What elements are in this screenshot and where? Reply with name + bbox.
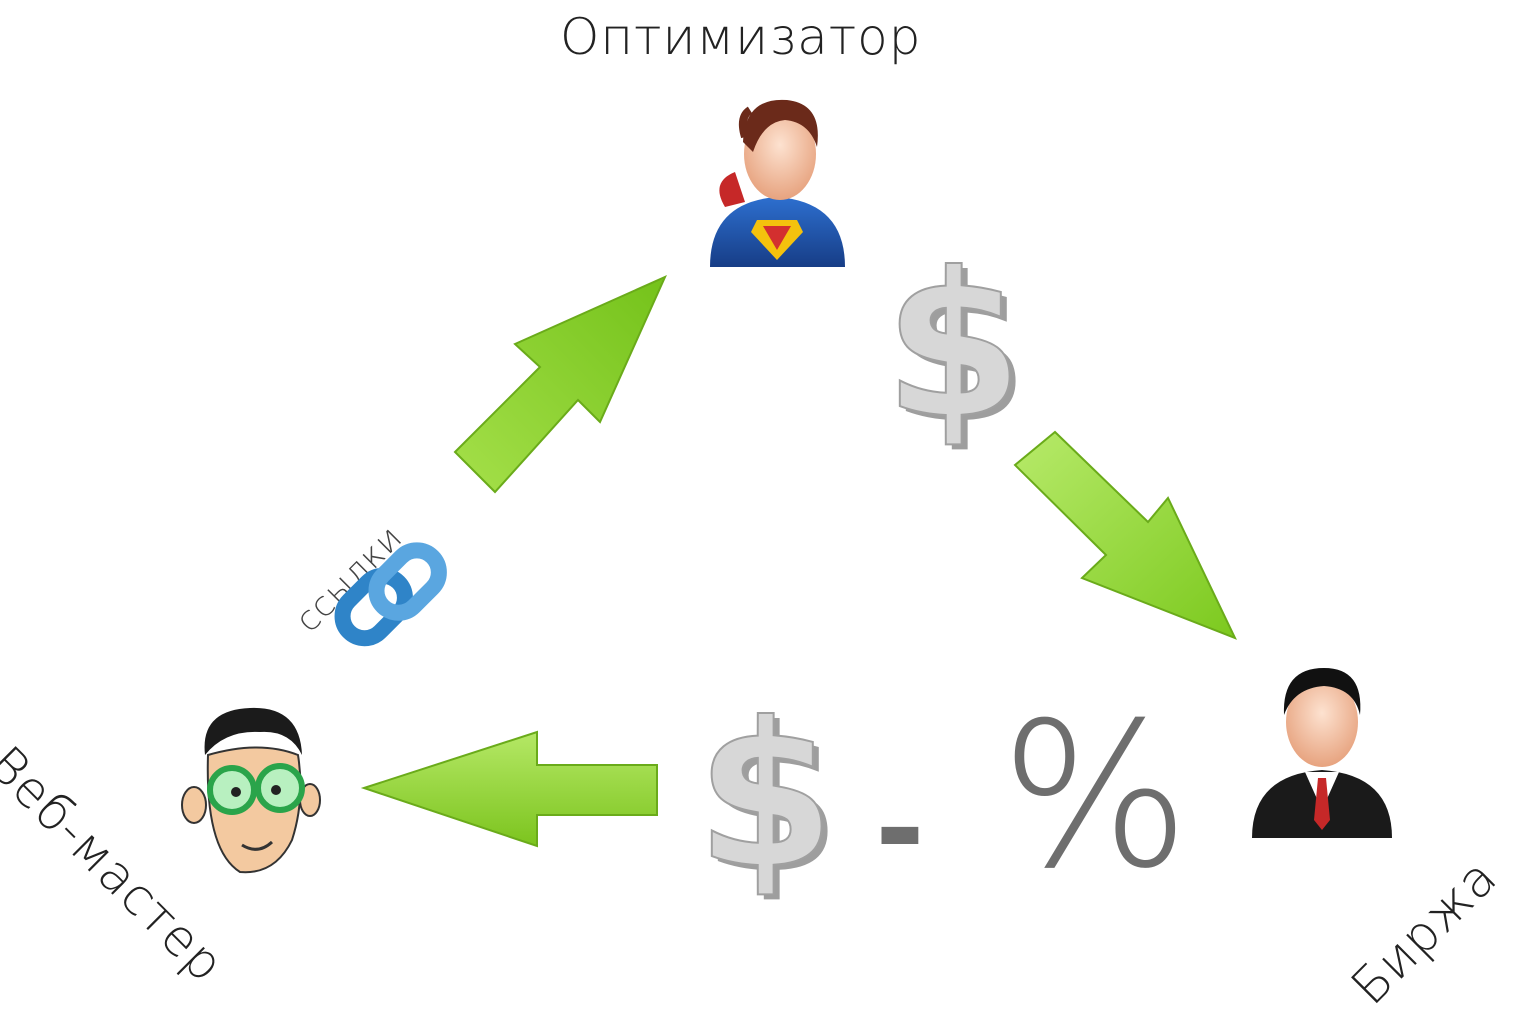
optimizer-label: Оптимизатор	[560, 8, 922, 66]
exchange-label: Биржа	[1340, 847, 1509, 1016]
superhero-avatar-icon	[710, 99, 845, 267]
svg-text:$: $	[702, 685, 841, 918]
percent-sign: %	[1000, 680, 1192, 913]
minus-sign: -	[875, 760, 926, 899]
svg-text:$: $	[890, 235, 1029, 468]
arrow-to-exchange	[1013, 430, 1237, 640]
arrow-to-optimizer	[453, 275, 667, 494]
businessman-avatar-icon	[1252, 668, 1392, 838]
nerd-glasses-avatar-icon	[181, 707, 321, 874]
dollar-sign-icon: $ $	[883, 229, 1029, 468]
svg-text:$: $	[696, 680, 835, 913]
dollar-sign-icon-bottom: $ $	[695, 679, 841, 918]
arrow-to-webmaster	[360, 730, 658, 848]
svg-text:$: $	[884, 230, 1023, 463]
chain-link-icon	[334, 542, 447, 647]
